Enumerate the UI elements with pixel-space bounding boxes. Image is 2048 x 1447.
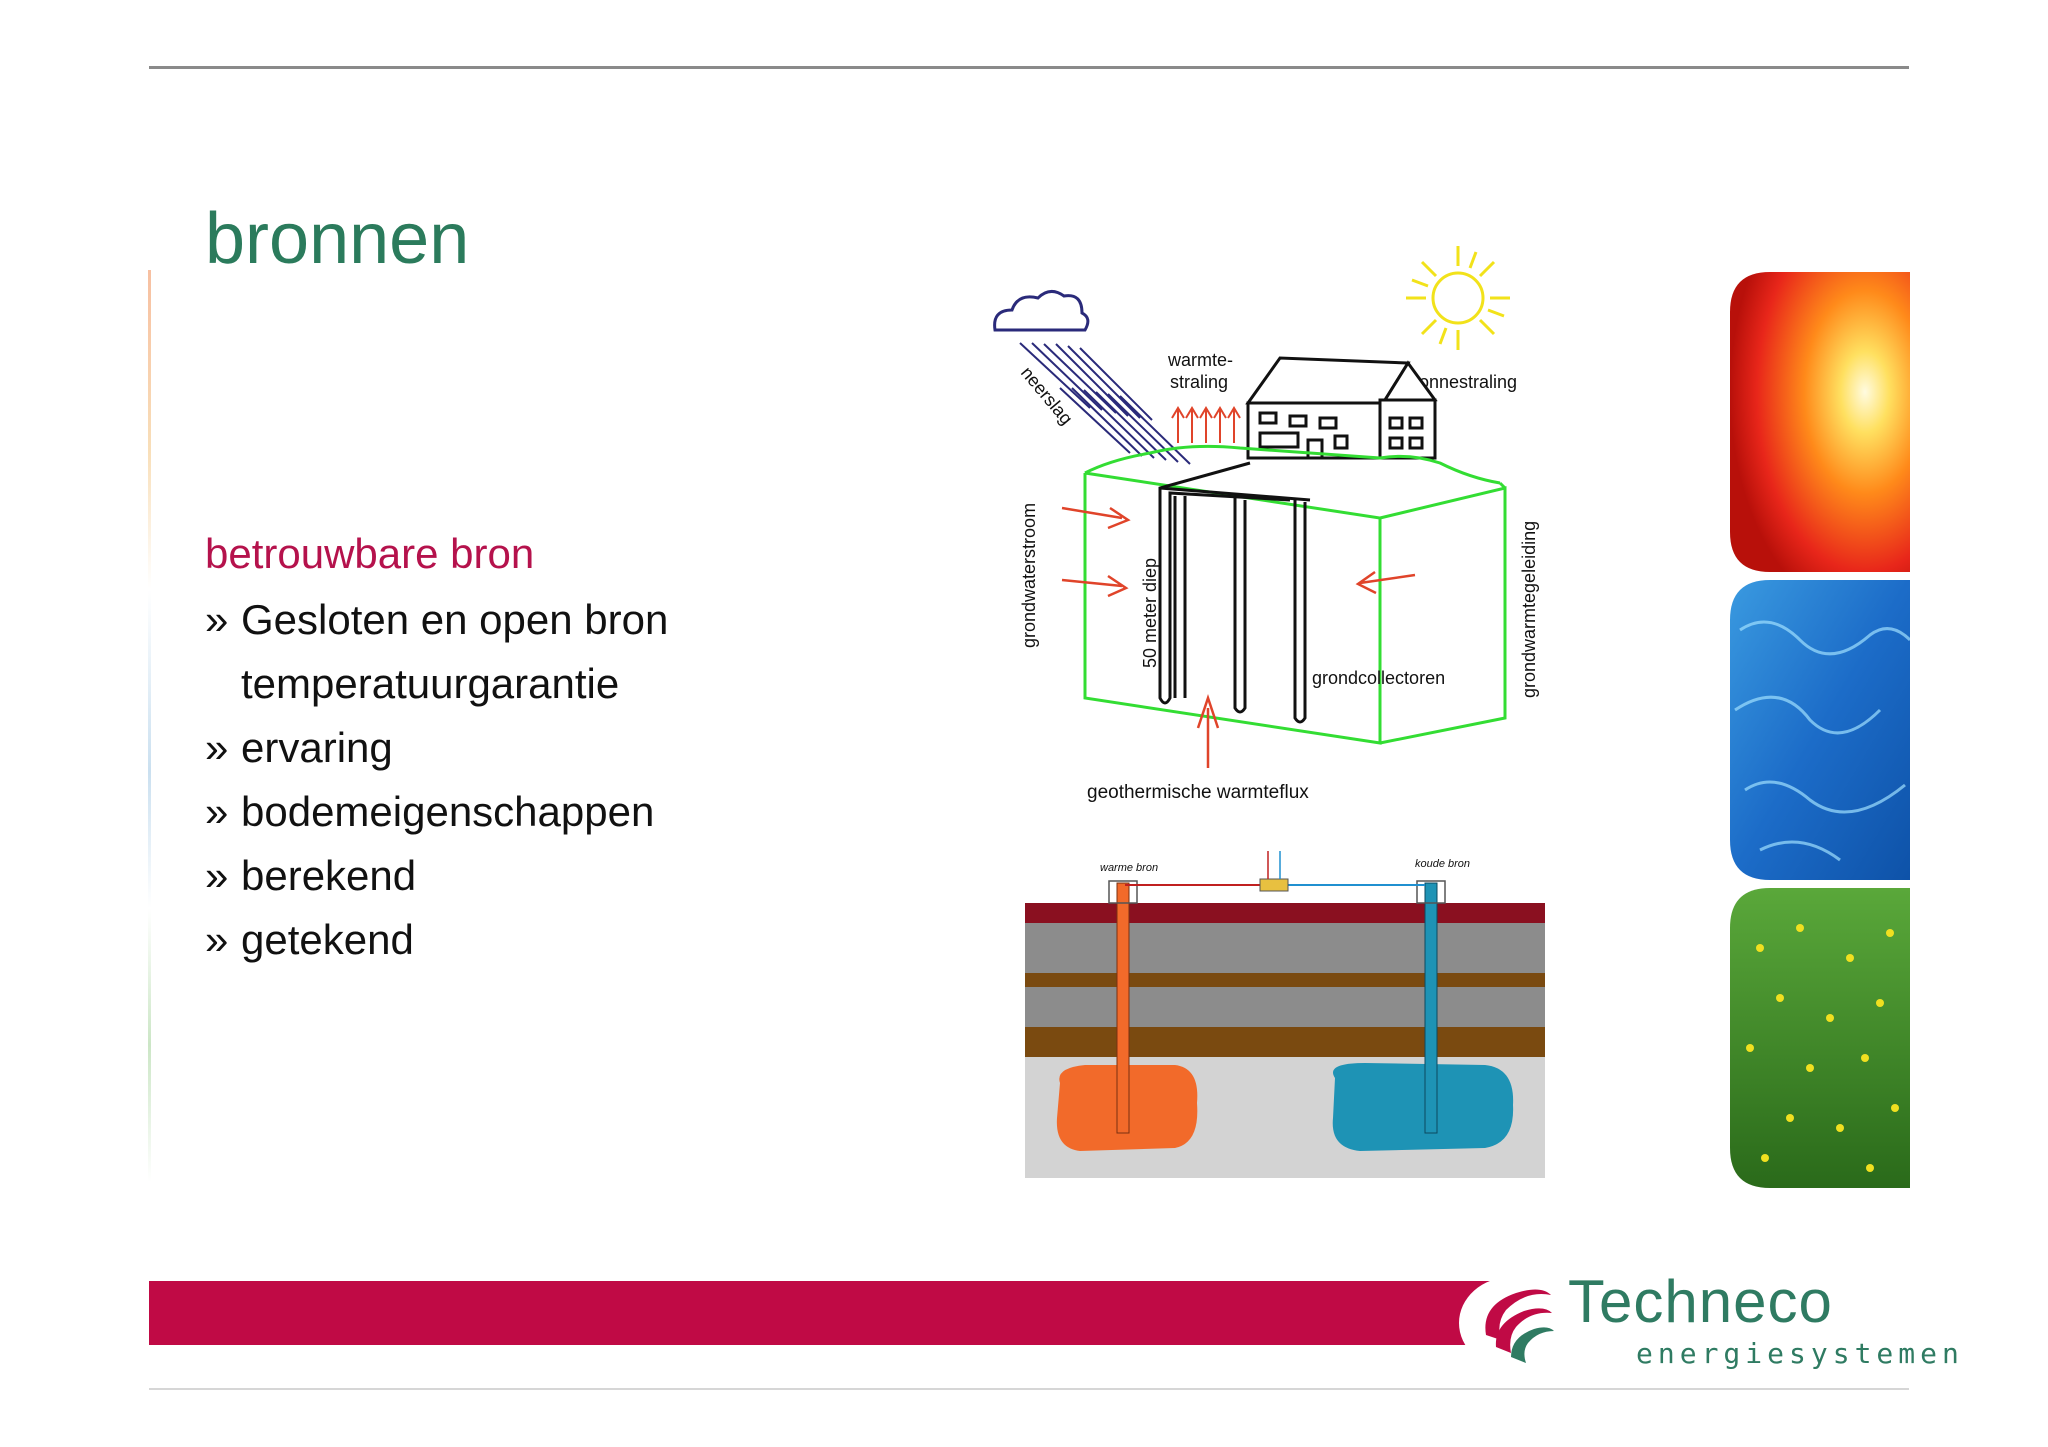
grondcollectoren-label: grondcollectoren [1312,668,1445,688]
cold-well-label: koude bron [1415,858,1470,870]
footer-band [149,1281,1519,1345]
sun-icon [1406,246,1510,350]
diep-label: 50 meter diep [1140,558,1160,668]
warm-well [1116,882,1130,1134]
flux-label: geothermische warmteflux [1087,782,1309,803]
sun-image [1730,272,1910,572]
warmte-label: warmte- [1167,350,1233,370]
list-item: »getekend [205,916,414,963]
straling-label: straling [1170,372,1228,392]
cloud-icon [993,290,1090,332]
heat-exchanger [1259,878,1289,892]
zonnestraling-label: zonnestraling [1410,372,1517,392]
list-item: »bodemeigenschappen [205,788,655,835]
top-divider [149,66,1909,69]
grondwarmtegeleiding-label: grondwarmtegeleiding [1519,521,1539,698]
slide-subtitle: betrouwbare bron [205,530,535,577]
water-image [1730,580,1910,880]
brand-name: Techneco [1568,1268,1833,1335]
closed-loop-diagram: neerslag zonnestraling warmte- straling [993,246,1539,803]
ground-block [1083,444,1507,745]
list-item: »berekend [205,852,417,899]
rain-icon [1019,342,1191,465]
list-item: temperatuurgarantie [241,660,620,707]
heat-arrows-icon [1171,406,1241,443]
grass-image [1730,888,1910,1188]
flow-arrows [1061,506,1416,768]
slide-title: bronnen [205,199,470,279]
bottom-divider [149,1388,1909,1390]
list-item: »Gesloten en open bron [205,596,669,643]
logo-swirl-icon [1459,1277,1563,1369]
brand-tagline: energiesystemen [1636,1337,1964,1370]
ground-collectors [1158,461,1311,724]
cold-well [1424,882,1438,1134]
house-icon [1245,356,1438,460]
bullet-list: »Gesloten en open bron temperatuurgarant… [205,588,668,972]
cold-zone [1332,1063,1514,1151]
left-edge-gradient [148,270,151,1182]
grondwaterstroom-label: grondwaterstroom [1019,503,1039,648]
warm-well-label: warme bron [1100,862,1158,874]
techneco-logo: Techneco energiesystemen [1456,1265,1959,1380]
open-system-diagram: warme bron koude bron [1025,851,1545,1178]
list-item: »ervaring [205,724,393,771]
